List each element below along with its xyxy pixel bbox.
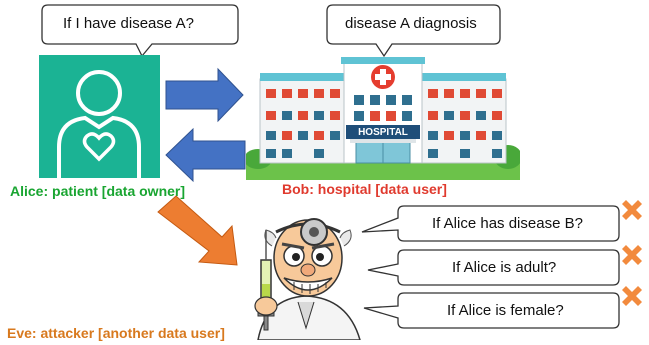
hospital-building-icon	[246, 57, 520, 180]
bob-caption: Bob: hospital [data user]	[282, 181, 447, 197]
eve-query-2: If Alice is adult?	[452, 259, 557, 276]
doctor-with-syringe-icon	[254, 218, 361, 340]
eve-query-1: If Alice has disease B?	[432, 215, 583, 232]
alice-question: If I have disease A?	[63, 15, 194, 32]
eve-caption: Eve: attacker [another data user]	[7, 325, 225, 341]
cross-mark-icon	[622, 245, 642, 265]
eve-query-3: If Alice is female?	[447, 302, 564, 319]
hospital-sign: HOSPITAL	[358, 127, 408, 138]
bob-answer: disease A diagnosis	[345, 15, 477, 32]
alice-caption: Alice: patient [data owner]	[10, 183, 186, 199]
cross-mark-icon	[622, 286, 642, 306]
cross-mark-icon	[622, 200, 642, 220]
person-with-heart-icon	[39, 55, 160, 178]
